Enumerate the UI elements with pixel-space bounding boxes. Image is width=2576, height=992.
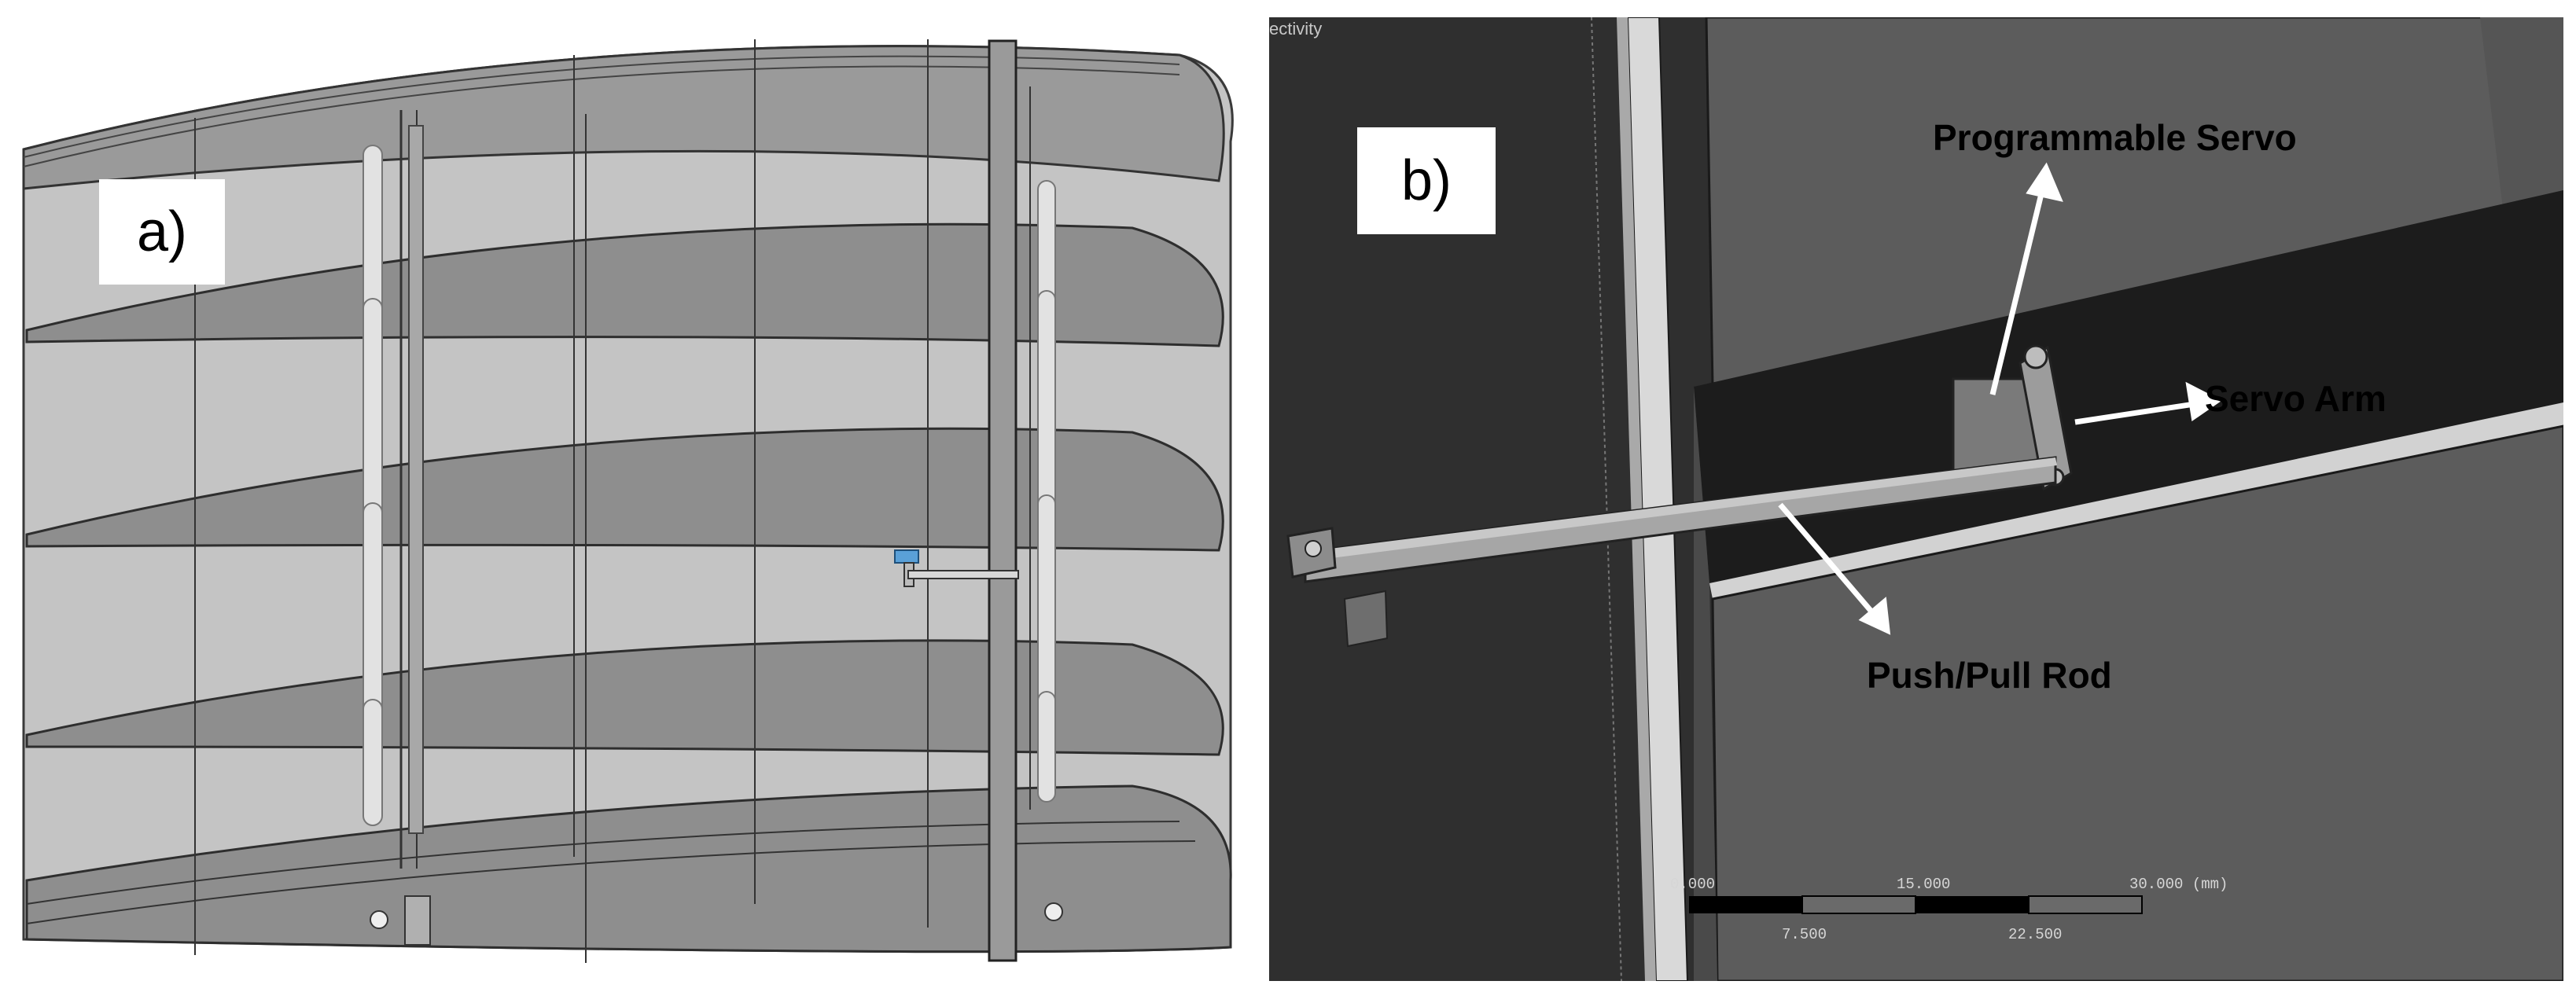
panel-b-label: b) (1357, 127, 1496, 234)
scale-label-15: 15.000 (1897, 876, 1950, 893)
scale-bar: 0.000 15.000 30.000 (mm) 7.500 22.500 (1670, 876, 2228, 943)
wing-model-drawing (22, 39, 1234, 963)
panel-a-label: a) (99, 179, 225, 285)
rib-2 (25, 222, 1224, 347)
callout-programmable-servo: Programmable Servo (1933, 117, 2297, 158)
panel-a-wing-model: a) (0, 0, 1258, 992)
rib-bottom (25, 784, 1232, 953)
callout-arrows (1778, 162, 2222, 635)
scale-label-7-5: 7.500 (1782, 926, 1827, 943)
scale-label-22-5: 22.500 (2008, 926, 2062, 943)
panel-b-cad-viewport[interactable]: 0.000 15.000 30.000 (mm) 7.500 22.500 ec… (1269, 17, 2563, 981)
main-spar (988, 39, 1018, 962)
scale-label-30: 30.000 (mm) (2129, 876, 2228, 893)
viewport-title: ectivity (1269, 19, 1323, 39)
callout-servo-arm: Servo Arm (2205, 378, 2386, 419)
rib-3 (25, 427, 1224, 552)
scale-label-0: 0.000 (1670, 876, 1715, 893)
rib-4 (25, 639, 1224, 756)
callout-push-pull-rod: Push/Pull Rod (1867, 655, 2112, 696)
rib-top (22, 45, 1225, 190)
